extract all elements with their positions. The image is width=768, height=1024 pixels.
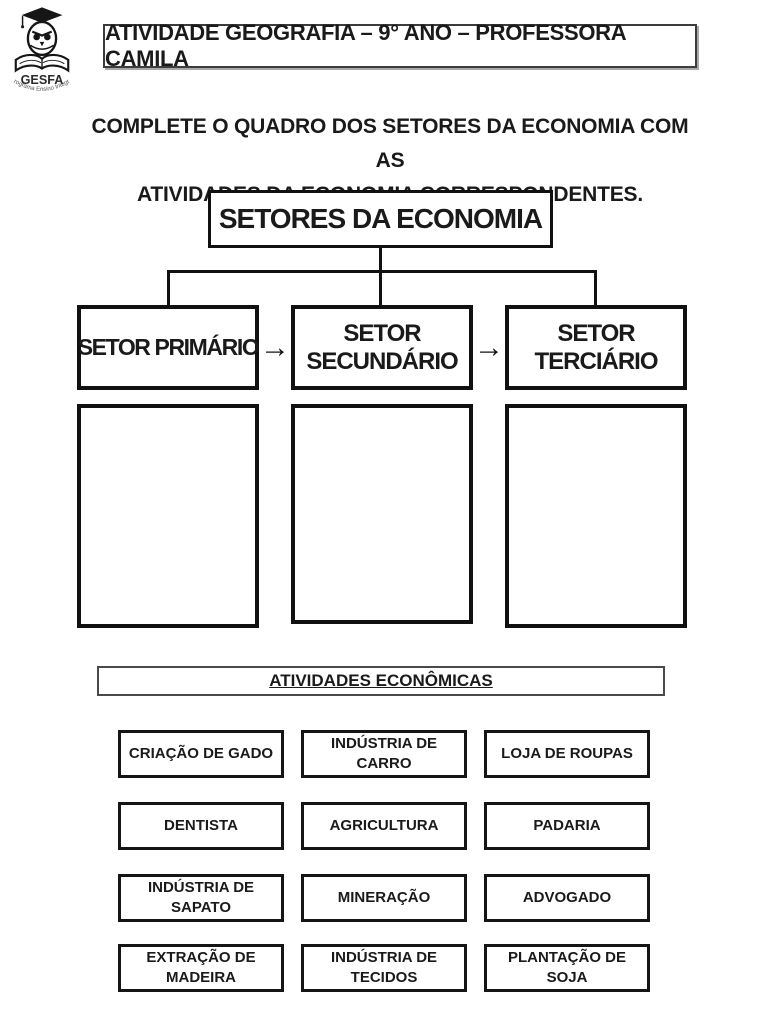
activity-box-advogado: ADVOGADO bbox=[484, 874, 650, 922]
sector-label-secundario: SETOR SECUNDÁRIO bbox=[306, 319, 458, 375]
activities-title: ATIVIDADES ECONÔMICAS bbox=[269, 671, 493, 690]
connector-stub-primary bbox=[167, 270, 170, 306]
connector-stub-secondary bbox=[379, 270, 382, 306]
connector-horizontal bbox=[167, 270, 597, 273]
activity-box-industria-de-carro: INDÚSTRIA DE CARRO bbox=[301, 730, 467, 778]
diagram-root-box: SETORES DA ECONOMIA bbox=[208, 190, 553, 248]
activity-box-industria-de-sapato: INDÚSTRIA DE SAPATO bbox=[118, 874, 284, 922]
sector-label-primario: SETOR PRIMÁRIO bbox=[77, 334, 260, 361]
activity-box-padaria: PADARIA bbox=[484, 802, 650, 850]
arrow-icon-secundario-terciario: → bbox=[474, 331, 504, 364]
activity-box-industria-de-tecidos: INDÚSTRIA DE TECIDOS bbox=[301, 944, 467, 992]
connector-stub-tertiary bbox=[594, 270, 597, 306]
activity-box-loja-de-roupas: LOJA DE ROUPAS bbox=[484, 730, 650, 778]
arrow-icon-primario-secundario: → bbox=[260, 331, 290, 364]
sector-box-primario: SETOR PRIMÁRIO bbox=[77, 305, 260, 390]
activity-box-criacao-de-gado: CRIAÇÃO DE GADO bbox=[118, 730, 284, 778]
activity-box-plantacao-de-soja: PLANTAÇÃO DE SOJA bbox=[484, 944, 650, 992]
activity-box-agricultura: AGRICULTURA bbox=[301, 802, 467, 850]
activities-title-box: ATIVIDADES ECONÔMICAS bbox=[97, 666, 665, 696]
connector-root-vertical bbox=[379, 248, 382, 272]
sector-box-secundario: SETOR SECUNDÁRIO bbox=[291, 305, 473, 390]
answer-box-terciario bbox=[505, 404, 687, 628]
answer-box-secundario bbox=[291, 404, 473, 624]
activity-box-dentista: DENTISTA bbox=[118, 802, 284, 850]
activity-box-mineracao: MINERAÇÃO bbox=[301, 874, 467, 922]
worksheet-title-box: ATIVIDADE GEOGRAFIA – 9° ANO – PROFESSOR… bbox=[103, 20, 697, 71]
logo-name: GESFA bbox=[21, 73, 64, 87]
owl-graduate-icon bbox=[14, 7, 70, 73]
sector-box-terciario: SETOR TERCIÁRIO bbox=[505, 305, 687, 390]
answer-box-primario bbox=[77, 404, 259, 628]
worksheet-title: ATIVIDADE GEOGRAFIA – 9° ANO – PROFESSOR… bbox=[105, 20, 626, 71]
gesfa-logo: GESFA Programa Ensino Integral bbox=[8, 6, 71, 93]
diagram-root-label: SETORES DA ECONOMIA bbox=[218, 203, 543, 234]
activity-box-extracao-de-madeira: EXTRAÇÃO DE MADEIRA bbox=[118, 944, 284, 992]
sector-label-terciario: SETOR TERCIÁRIO bbox=[534, 319, 659, 375]
instructions-line-1: COMPLETE O QUADRO DOS SETORES DA ECONOMI… bbox=[91, 115, 689, 173]
